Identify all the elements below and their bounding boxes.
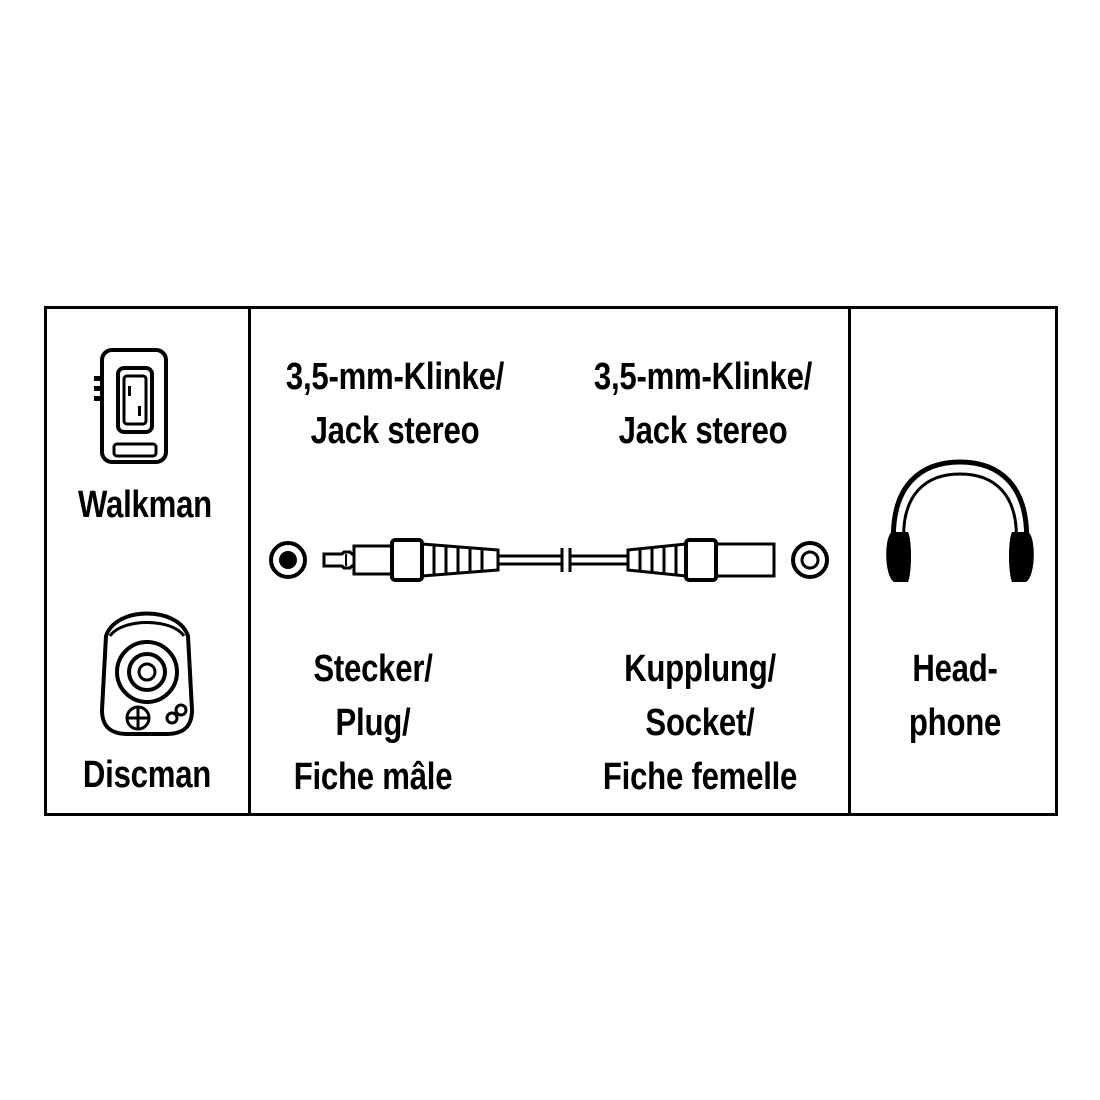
plug-caption-line-2: Plug/ <box>335 702 411 744</box>
socket-header-line-2: Jack stereo <box>618 410 788 452</box>
socket-header-line-1: 3,5-mm-Klinke/ <box>593 356 813 398</box>
discman-label: Discman <box>82 754 212 796</box>
walkman-icon <box>94 348 168 464</box>
plug-icon <box>322 538 500 582</box>
jack-socket-icon <box>269 541 307 579</box>
headphone-icon <box>886 459 1034 582</box>
left-divider <box>248 309 251 813</box>
walkman-label: Walkman <box>78 484 212 526</box>
plug-caption-line-1: Stecker/ <box>313 648 433 690</box>
socket-caption-line-3: Fiche femelle <box>602 756 798 798</box>
headphone-label-line-2: phone <box>908 702 1002 744</box>
right-divider <box>848 309 851 813</box>
plug-caption: Stecker/ Plug/ Fiche mâle <box>246 642 500 804</box>
socket-caption-line-1: Kupplung/ <box>624 648 776 690</box>
diagram-frame <box>44 306 1058 816</box>
plug-header-line-2: Jack stereo <box>310 410 480 452</box>
cable-icon <box>498 548 628 572</box>
ring-socket-icon <box>791 541 829 579</box>
headphone-label-line-1: Head- <box>912 648 998 690</box>
socket-header: 3,5-mm-Klinke/ Jack stereo <box>576 350 830 458</box>
socket-caption: Kupplung/ Socket/ Fiche femelle <box>569 642 831 804</box>
plug-caption-line-3: Fiche mâle <box>293 756 453 798</box>
cable-diagram <box>269 538 829 582</box>
discman-icon <box>99 611 195 736</box>
coupling-icon <box>626 538 776 582</box>
plug-header-line-1: 3,5-mm-Klinke/ <box>285 356 505 398</box>
plug-header: 3,5-mm-Klinke/ Jack stereo <box>268 350 522 458</box>
socket-caption-line-2: Socket/ <box>645 702 755 744</box>
headphone-label: Head- phone <box>877 642 1033 750</box>
